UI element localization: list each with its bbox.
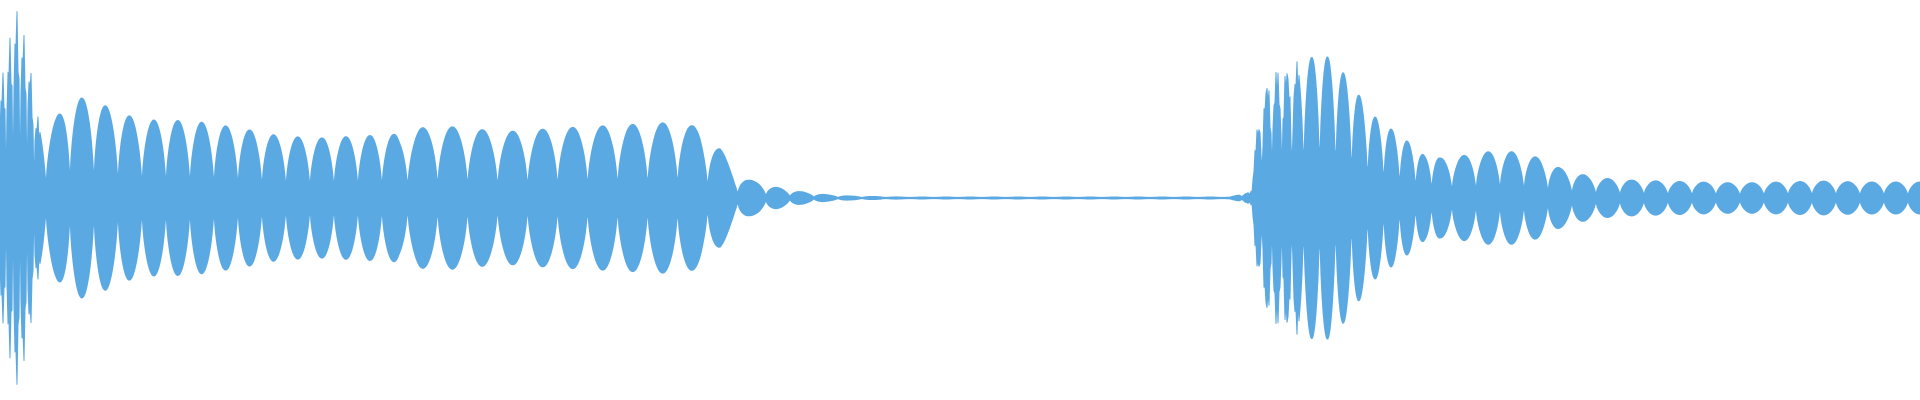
waveform-shape xyxy=(0,11,1920,385)
